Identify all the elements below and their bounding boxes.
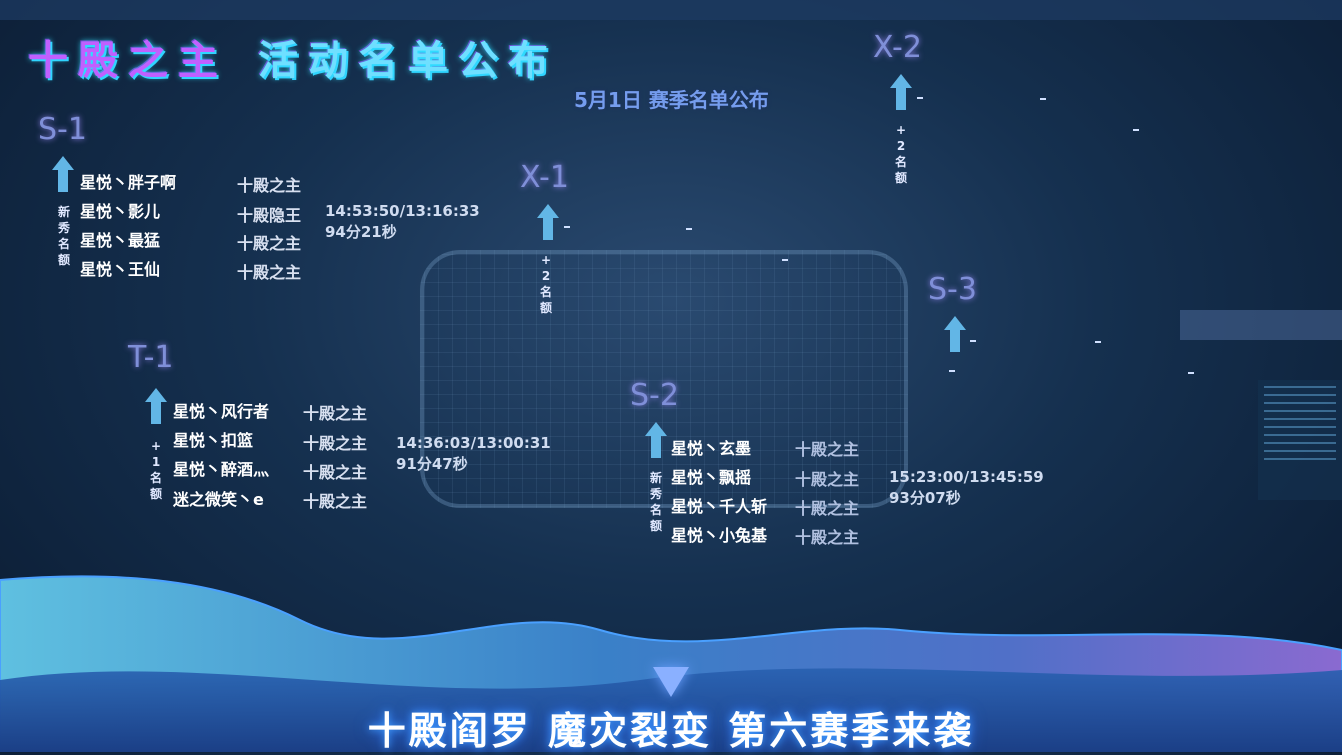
arrow-up-icon: [145, 388, 167, 424]
arrow-up-icon: [890, 74, 912, 110]
player-guild: 十殿之主: [303, 492, 368, 511]
player-guild: 十殿之主: [303, 463, 368, 482]
decor-dash: [1188, 372, 1194, 374]
player-name: 星悦丶千人斩: [671, 497, 768, 516]
zone-tag-s1: 新秀名额: [57, 205, 70, 267]
zone-tag-x2: +2名额: [894, 123, 907, 185]
zone-label-t1: T-1: [128, 340, 174, 375]
zone-label-x1: X-1: [520, 160, 569, 195]
decor-dash: [949, 370, 955, 372]
zone-tag-t1: +1名额: [149, 439, 162, 501]
zone-label-s2: S-2: [630, 378, 679, 413]
background-grid-frame: [420, 250, 908, 508]
zone-time: 14:36:03/13:00:31: [396, 434, 551, 452]
decor-dash: [782, 259, 788, 261]
player-guild: 十殿之主: [237, 263, 302, 282]
decor-dash: [1095, 341, 1101, 343]
bottom-wave: [0, 575, 1342, 752]
arrow-up-icon: [645, 422, 667, 458]
player-guild: 十殿之主: [795, 470, 860, 489]
decor-dash: [686, 228, 692, 230]
player-name: 迷之微笑丶e: [173, 490, 264, 509]
decor-dash: [1133, 129, 1139, 131]
zone-duration: 94分21秒: [325, 223, 397, 241]
player-name: 星悦丶最猛: [80, 231, 161, 250]
zone-time: 15:23:00/13:45:59: [889, 468, 1044, 486]
player-name: 星悦丶小兔基: [671, 526, 768, 545]
player-guild: 十殿之主: [237, 234, 302, 253]
title-part-a: 十殿之主: [28, 38, 228, 84]
decor-dash: [564, 226, 570, 228]
player-name: 星悦丶影儿: [80, 202, 161, 221]
decor-dash: [970, 340, 976, 342]
footer-slogan: 十殿阎罗 魔灾裂变 第六赛季来袭: [367, 709, 975, 753]
zone-duration: 91分47秒: [396, 455, 468, 473]
zone-label-s3: S-3: [928, 272, 977, 307]
player-guild: 十殿之主: [795, 528, 860, 547]
player-guild: 十殿之主: [795, 499, 860, 518]
arrow-up-icon: [537, 204, 559, 240]
player-name: 星悦丶王仙: [80, 260, 161, 279]
background-monitor: [1258, 380, 1342, 500]
page-title: 十殿之主活动名单公布: [28, 28, 558, 86]
zone-label-x2: X-2: [873, 30, 922, 65]
triangle-down-icon: [653, 667, 689, 697]
decor-dash: [1040, 98, 1046, 100]
player-name: 星悦丶扣篮: [173, 431, 254, 450]
player-name: 星悦丶玄墨: [671, 439, 752, 458]
title-part-b: 活动名单公布: [258, 38, 558, 84]
zone-label-s1: S-1: [38, 112, 87, 147]
arrow-up-icon: [944, 316, 966, 352]
page-subtitle: 5月1日 赛季名单公布: [574, 88, 769, 112]
player-name: 星悦丶风行者: [173, 402, 270, 421]
player-name: 星悦丶胖子啊: [80, 173, 177, 192]
player-guild: 十殿隐王: [237, 206, 302, 225]
player-guild: 十殿之主: [795, 440, 860, 459]
zone-tag-x1: +2名额: [539, 253, 552, 315]
zone-tag-s2: 新秀名额: [649, 471, 662, 533]
player-guild: 十殿之主: [303, 404, 368, 423]
player-guild: 十殿之主: [237, 176, 302, 195]
zone-duration: 93分07秒: [889, 489, 961, 507]
arrow-up-icon: [52, 156, 74, 192]
player-guild: 十殿之主: [303, 434, 368, 453]
background-pipe: [0, 0, 1342, 20]
player-name: 星悦丶醉酒灬: [173, 460, 270, 479]
background-pipe: [1180, 310, 1342, 340]
player-name: 星悦丶飘摇: [671, 468, 752, 487]
zone-time: 14:53:50/13:16:33: [325, 202, 480, 220]
decor-dash: [917, 97, 923, 99]
